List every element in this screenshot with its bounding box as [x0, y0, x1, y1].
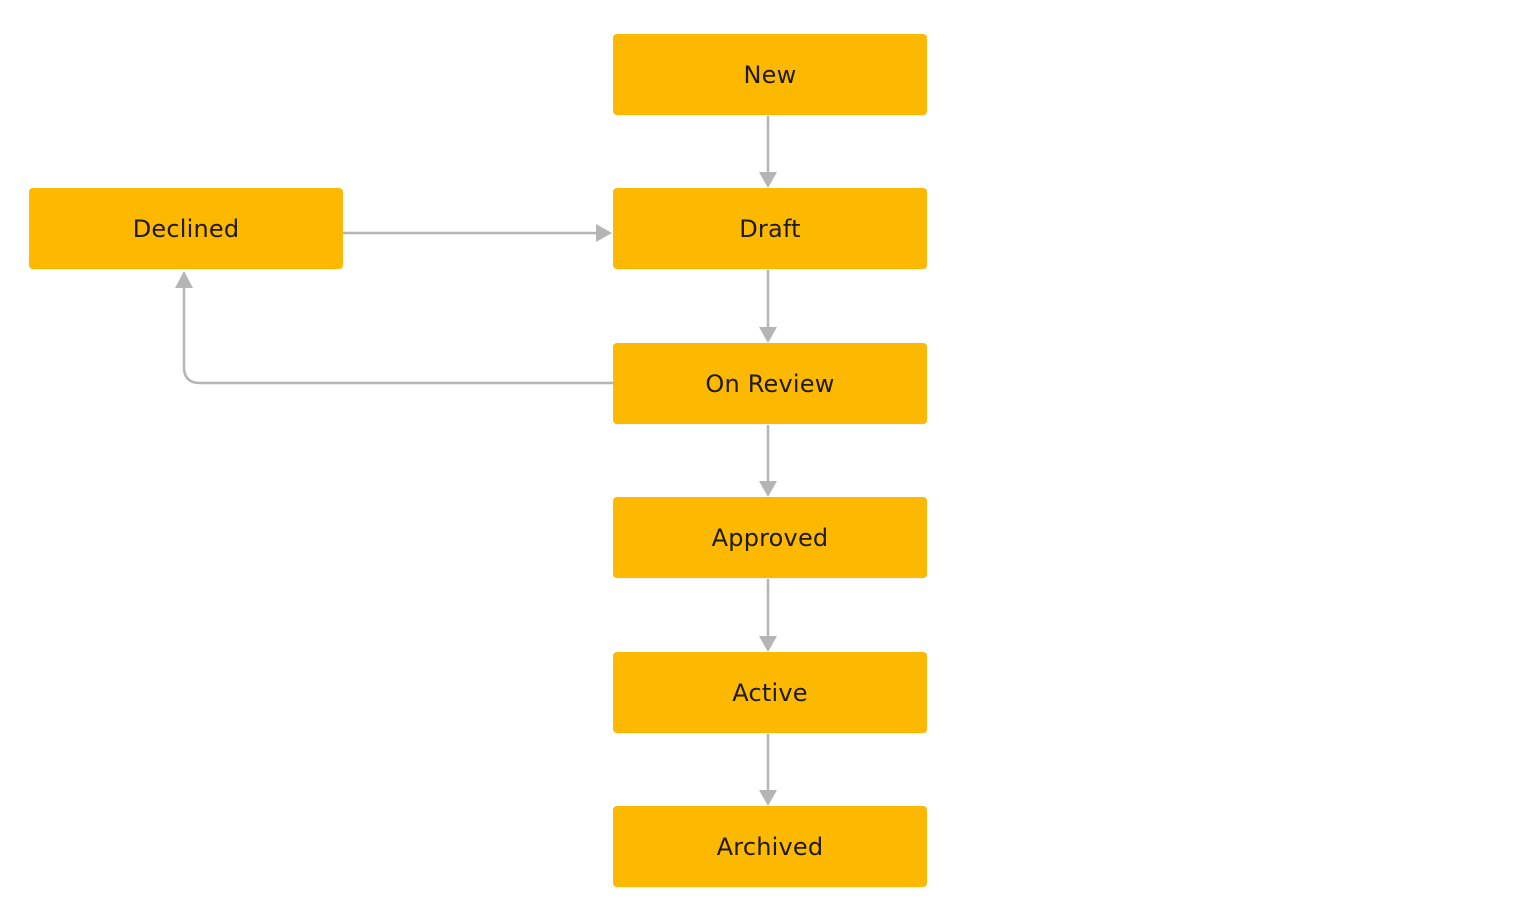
- arrowhead-draft: [759, 172, 777, 188]
- state-label-declined: Declined: [132, 214, 240, 243]
- state-node-archived[interactable]: Archived: [613, 806, 927, 887]
- state-node-approved[interactable]: Approved: [613, 497, 927, 578]
- state-label-active: Active: [732, 678, 808, 707]
- state-label-draft: Draft: [739, 214, 801, 243]
- arrowhead-active: [759, 636, 777, 652]
- state-node-declined[interactable]: Declined: [29, 188, 343, 269]
- state-node-new[interactable]: New: [613, 34, 927, 115]
- edge-review-to-declined: [182, 286, 613, 385]
- state-node-draft[interactable]: Draft: [613, 188, 927, 269]
- state-node-on-review[interactable]: On Review: [613, 343, 927, 424]
- arrowhead-review: [759, 327, 777, 343]
- arrowhead-declined: [175, 271, 193, 288]
- arrowhead-draft-from-declined: [596, 224, 612, 242]
- state-node-active[interactable]: Active: [613, 652, 927, 733]
- state-label-archived: Archived: [716, 832, 824, 861]
- state-label-new: New: [743, 60, 797, 89]
- state-label-approved: Approved: [711, 523, 829, 552]
- state-label-on-review: On Review: [705, 369, 835, 398]
- arrowhead-approved: [759, 481, 777, 497]
- arrowhead-archived: [759, 790, 777, 806]
